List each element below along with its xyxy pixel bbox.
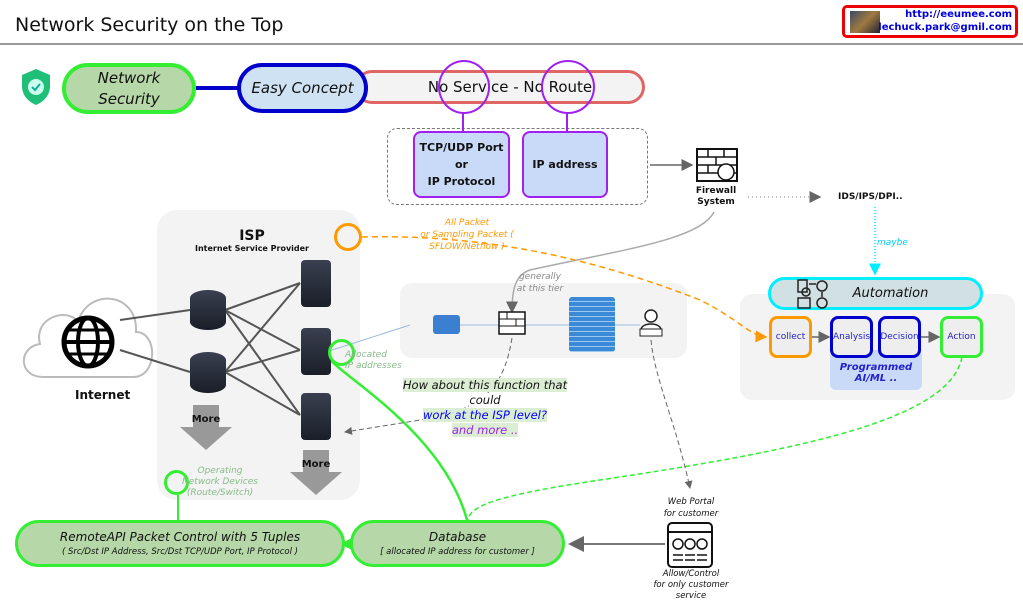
label: AI/ML .. <box>854 373 898 384</box>
packet-source-circle <box>334 223 362 251</box>
shield-check-icon <box>22 69 50 105</box>
label: and more .. <box>451 423 519 437</box>
label: Security <box>98 89 160 108</box>
label: Database <box>428 530 487 544</box>
label: Operating <box>197 466 243 476</box>
operating-devices-circle <box>164 470 189 495</box>
label: SFLOW/Netflow ) <box>429 242 505 252</box>
label: Allow/Control <box>662 569 720 579</box>
more-routers-arrow: More <box>180 405 232 450</box>
service-highlight-circle <box>438 60 490 114</box>
tier-label: generally at this tier <box>510 271 570 295</box>
web-portal-label: Web Portal for customer <box>650 496 732 520</box>
action-step: Action <box>940 316 983 358</box>
label: at this tier <box>516 284 564 294</box>
label: More <box>191 414 221 425</box>
label: More <box>301 459 331 470</box>
label: IP Protocol <box>427 175 496 188</box>
decision-step: Decision <box>878 316 921 358</box>
label: All Packet <box>444 218 490 228</box>
label: ( Src/Dst IP Address, Src/Dst TCP/UDP Po… <box>61 547 298 557</box>
label: Allocated <box>345 350 387 360</box>
remote-api-pill: RemoteAPI Packet Control with 5 Tuples ( … <box>15 520 345 567</box>
ip-address-box: IP address <box>522 131 608 198</box>
label: How about this function that <box>402 378 568 392</box>
ids-label: IDS/IPS/DPI.. <box>838 192 903 202</box>
router-icon <box>190 290 226 330</box>
web-portal-icon[interactable] <box>667 522 713 568</box>
automation-workflow-icon <box>797 279 828 309</box>
database-pill: Database [ allocated IP address for custo… <box>350 520 565 567</box>
label: or Sampling Packet ( <box>420 230 514 240</box>
label: IP addresses <box>345 361 402 371</box>
label: System <box>697 197 735 207</box>
switch-device-icon <box>433 315 460 334</box>
switch-icon <box>301 393 331 440</box>
label: Firewall <box>695 186 737 196</box>
automation-pill: Automation <box>768 277 983 310</box>
firewall-icon <box>696 148 738 182</box>
isp-subtitle: Internet Service Provider <box>195 244 309 253</box>
author-url[interactable]: http://eeumee.com <box>905 9 1012 20</box>
firewall-icon <box>498 311 526 335</box>
internet-cloud-icon <box>22 297 154 378</box>
divider <box>0 43 1023 45</box>
label: TCP/UDP Port <box>419 141 504 154</box>
server-rack-icon <box>569 297 615 352</box>
router-icon <box>190 352 226 393</box>
packet-label: All Packet or Sampling Packet ( SFLOW/Netf… <box>392 217 542 253</box>
tuple-group <box>387 128 648 205</box>
internet-label: Internet <box>75 388 131 402</box>
switch-icon <box>301 328 331 375</box>
label: for only customer <box>653 580 729 590</box>
page-title: Network Security on the Top <box>15 14 284 36</box>
maybe-label: maybe <box>877 238 908 248</box>
label: Network Devices <box>182 477 258 487</box>
label: Network <box>97 68 161 87</box>
client-user-icon <box>639 309 663 337</box>
route-highlight-circle <box>541 60 595 114</box>
port-protocol-box: TCP/UDP Port or IP Protocol <box>413 131 510 198</box>
label: work at the ISP level? <box>423 408 547 422</box>
label: generally <box>518 272 562 282</box>
label: or <box>455 158 468 171</box>
switch-icon <box>301 260 331 307</box>
label: for customer <box>663 509 719 519</box>
author-email[interactable]: lechuck.park@gmil.com <box>878 22 1012 33</box>
label: Programmed <box>839 362 913 373</box>
analysis-step: Analysis <box>830 316 873 358</box>
easy-concept-pill: Easy Concept <box>237 63 368 113</box>
label: service <box>675 591 707 601</box>
label: [ allocated IP address for customer ] <box>380 547 535 557</box>
question-note: How about this function that could work … <box>385 378 585 438</box>
author-photo <box>850 11 880 33</box>
label: could <box>469 393 501 407</box>
isp-title: ISP <box>239 228 265 244</box>
label: Web Portal <box>667 497 715 507</box>
label: (Route/Switch) <box>186 488 254 498</box>
collect-step: collect <box>769 316 812 358</box>
label: RemoteAPI Packet Control with 5 Tuples <box>59 530 301 544</box>
more-switches-arrow: More <box>290 450 342 495</box>
author-badge: http://eeumee.com lechuck.park@gmil.com <box>842 5 1018 38</box>
no-service-no-route-pill: No Service - No Route <box>355 70 645 104</box>
